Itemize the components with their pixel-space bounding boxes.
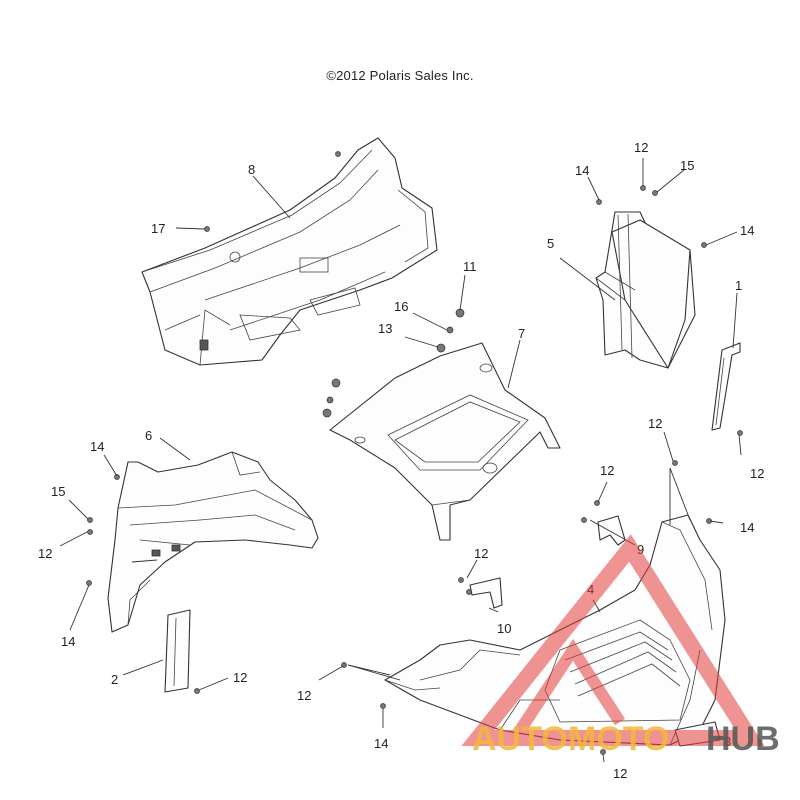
label-part-14: 14 bbox=[90, 439, 104, 454]
part-2-bracket bbox=[164, 609, 191, 693]
label-part-2: 2 bbox=[111, 672, 118, 687]
copyright-notice: ©2012 Polaris Sales Inc. bbox=[326, 68, 474, 83]
part-5-side-panel bbox=[595, 211, 696, 369]
part-1-bracket bbox=[711, 342, 741, 431]
label-part-12: 12 bbox=[233, 670, 247, 685]
label-part-12: 12 bbox=[600, 463, 614, 478]
label-part-14: 14 bbox=[575, 163, 589, 178]
label-part-12: 12 bbox=[474, 546, 488, 561]
label-part-15: 15 bbox=[680, 158, 694, 173]
label-part-14: 14 bbox=[740, 520, 754, 535]
watermark-logo bbox=[461, 534, 765, 746]
part-10-bracket bbox=[469, 577, 503, 609]
label-part-6: 6 bbox=[145, 428, 152, 443]
label-part-12: 12 bbox=[634, 140, 648, 155]
part-8-dash-panel bbox=[141, 137, 438, 366]
watermark-text: AUTO MOTO HUB bbox=[472, 720, 780, 758]
watermark-text-hub: HUB bbox=[706, 720, 780, 758]
label-part-13: 13 bbox=[378, 321, 392, 336]
label-part-15: 15 bbox=[51, 484, 65, 499]
label-part-5: 5 bbox=[547, 236, 554, 251]
label-part-17: 17 bbox=[151, 221, 165, 236]
watermark-text-moto: MOTO bbox=[568, 720, 669, 758]
label-part-14: 14 bbox=[740, 223, 754, 238]
label-part-10: 10 bbox=[497, 621, 511, 636]
label-part-14: 14 bbox=[374, 736, 388, 751]
part-7-hood-panel bbox=[329, 342, 561, 541]
watermark-text-auto: AUTO bbox=[472, 720, 568, 758]
label-part-12: 12 bbox=[38, 546, 52, 561]
fasteners bbox=[86, 151, 743, 755]
label-part-7: 7 bbox=[518, 326, 525, 341]
watermark-triangle bbox=[461, 534, 765, 746]
label-part-1: 1 bbox=[735, 278, 742, 293]
part-number-labels: 8 17 11 16 13 7 14 12 15 5 14 1 12 12 12… bbox=[38, 140, 764, 781]
label-part-9: 9 bbox=[637, 542, 644, 557]
label-part-8: 8 bbox=[248, 162, 255, 177]
part-6-fender bbox=[107, 451, 319, 633]
part-9-bracket bbox=[597, 515, 626, 546]
label-part-16: 16 bbox=[394, 299, 408, 314]
label-part-12: 12 bbox=[750, 466, 764, 481]
label-part-14: 14 bbox=[61, 634, 75, 649]
label-part-12: 12 bbox=[613, 766, 627, 781]
label-part-12: 12 bbox=[648, 416, 662, 431]
label-part-12: 12 bbox=[297, 688, 311, 703]
label-part-11: 11 bbox=[463, 259, 477, 274]
